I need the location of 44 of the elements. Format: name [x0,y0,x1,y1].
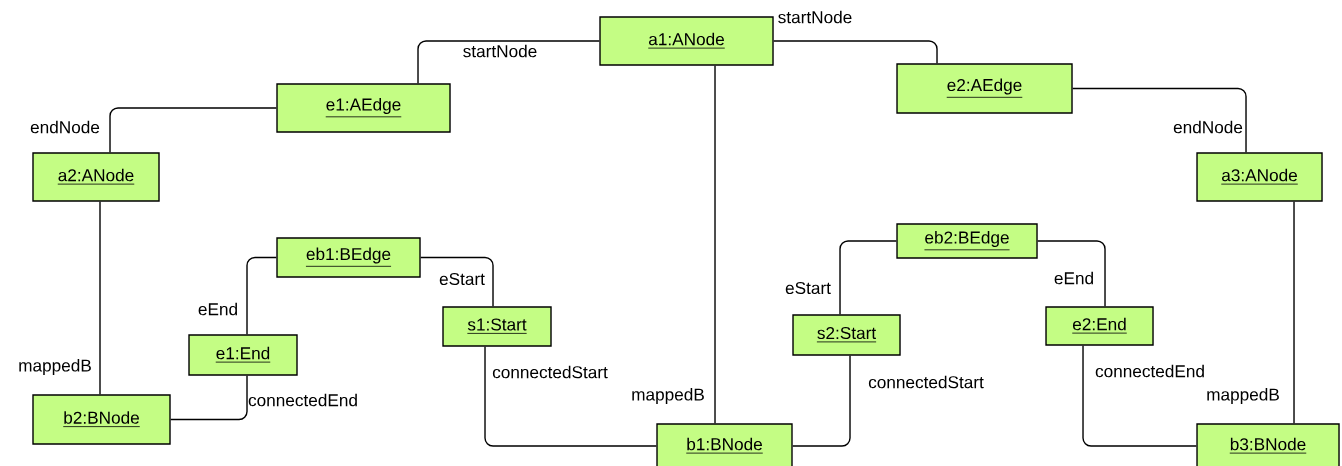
connector-line [792,355,851,447]
edge-label: mappedB [19,359,91,376]
connector-line [1072,87,1247,153]
edge-label: eEnd [198,302,237,316]
object-box: b1:BNode [656,423,793,466]
object-box: e2:End [1045,306,1154,346]
object-box: a3:ANode [1196,152,1323,202]
edge-label: connectedEnd [248,393,357,407]
edge-label: startNode [463,44,537,58]
connector-line [170,375,248,421]
connector-line [839,240,897,315]
edge-label: eEnd [1054,271,1093,285]
edge-label: connectedStart [492,365,608,379]
edge-label: mappedB [1207,388,1279,405]
object-box: eb2:BEdge [896,223,1038,259]
connector-line [246,256,277,335]
edge-label: eStart [785,281,831,295]
edge-label: startNode [778,10,852,24]
edge-label: connectedEnd [1095,364,1204,378]
connector-line [99,201,101,395]
object-box: e1:End [188,334,298,376]
edge-label: endNode [1173,120,1243,134]
object-box: b3:BNode [1196,423,1340,466]
object-box: a1:ANode [599,16,774,66]
connector-line [1082,345,1197,447]
edge-label: eStart [439,272,485,286]
object-box: eb1:BEdge [276,237,421,278]
connector-line [714,65,716,424]
connector-line [1037,240,1106,307]
object-box: e2:AEdge [896,63,1073,114]
connector-line [1293,201,1295,424]
edge-label: connectedStart [868,375,984,389]
connector-line [109,107,277,153]
connector-line [420,256,494,307]
connector-line [773,40,938,64]
object-box: b2:BNode [32,394,171,445]
object-box: s1:Start [442,306,552,347]
edge-label: endNode [30,120,100,134]
object-box: e1:AEdge [276,83,451,133]
connector-line [484,346,657,447]
edge-label: mappedB [632,388,704,405]
connector-line [417,40,600,84]
object-box: s2:Start [792,314,901,356]
object-box: a2:ANode [32,152,160,202]
